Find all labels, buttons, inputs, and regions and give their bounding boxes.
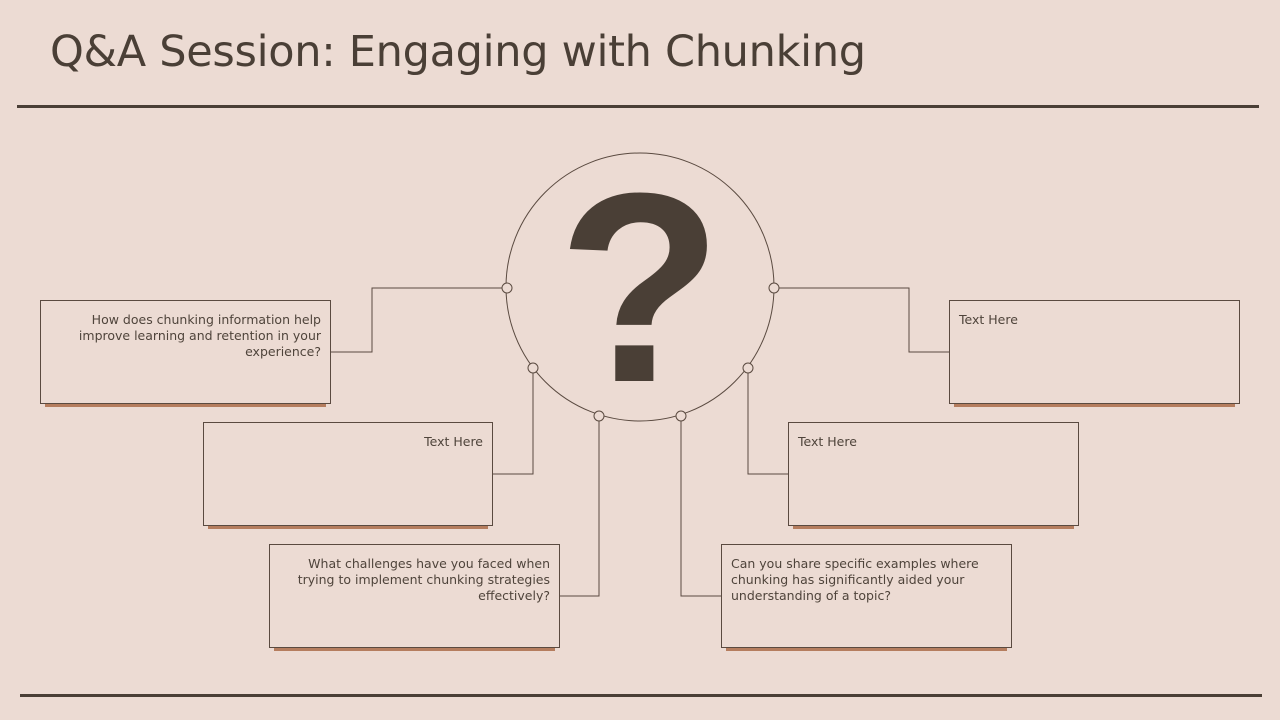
text-box-left-top: How does chunking information help impro… bbox=[40, 300, 331, 407]
text-box-right-middle-label: Text Here bbox=[798, 434, 857, 449]
connector-left-bottom bbox=[560, 416, 600, 597]
question-mark-icon: ? bbox=[558, 138, 723, 439]
connector-left-middle bbox=[493, 368, 534, 475]
slide-title: Q&A Session: Engaging with Chunking bbox=[50, 27, 866, 77]
connector-right-top bbox=[774, 287, 949, 353]
connector-left-top bbox=[331, 287, 507, 353]
connector-right-bottom bbox=[680, 416, 721, 597]
text-box-right-top: Text Here bbox=[949, 300, 1240, 407]
node-right-middle bbox=[742, 362, 754, 374]
node-right-top bbox=[768, 282, 780, 294]
text-box-left-middle: Text Here bbox=[203, 422, 493, 529]
connector-right-middle bbox=[747, 368, 788, 475]
text-box-right-bottom: Can you share specific examples where ch… bbox=[721, 544, 1012, 651]
text-box-right-middle: Text Here bbox=[788, 422, 1079, 529]
node-left-middle bbox=[527, 362, 539, 374]
node-left-bottom bbox=[593, 410, 605, 422]
text-box-right-top-label: Text Here bbox=[959, 312, 1018, 327]
text-box-left-bottom: What challenges have you faced when tryi… bbox=[269, 544, 560, 651]
title-divider bbox=[17, 105, 1259, 108]
footer-divider bbox=[20, 694, 1262, 697]
text-box-left-middle-label: Text Here bbox=[424, 434, 483, 449]
node-right-bottom bbox=[675, 410, 687, 422]
node-left-top bbox=[501, 282, 513, 294]
text-box-right-bottom-label: Can you share specific examples where ch… bbox=[731, 556, 979, 603]
text-box-left-top-label: How does chunking information help impro… bbox=[78, 312, 321, 359]
text-box-left-bottom-label: What challenges have you faced when tryi… bbox=[297, 556, 550, 603]
